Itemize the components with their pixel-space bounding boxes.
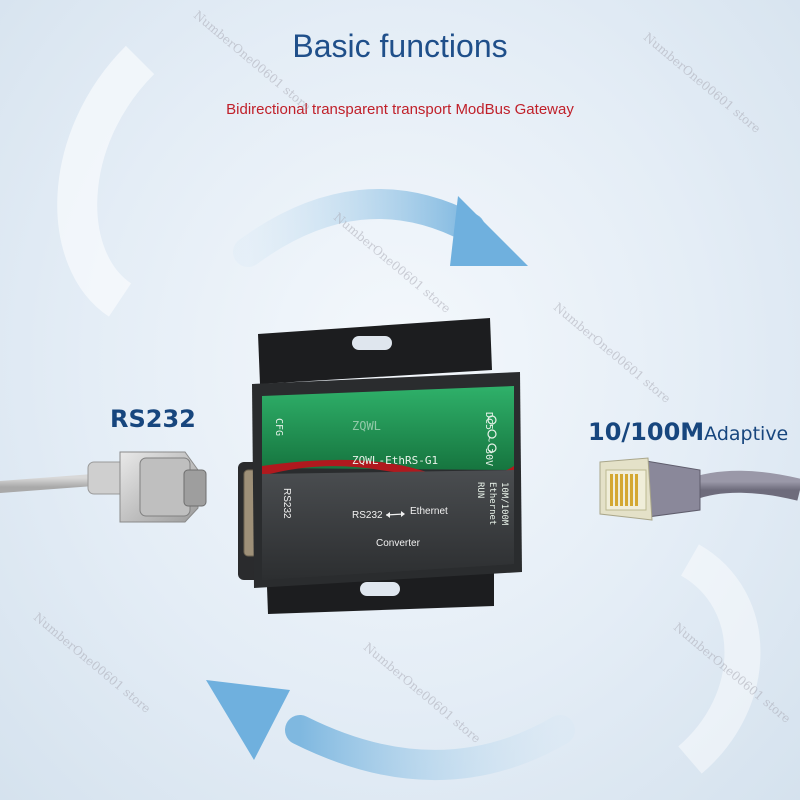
ethernet-speed-label: 10/100M bbox=[588, 418, 705, 446]
converter-device: CFG ZQWL ZQWL-EthRS-G1 DC5 ~ 30V RS232 R… bbox=[238, 318, 522, 614]
power-label: DC5 ~ 30V bbox=[483, 412, 494, 466]
status-speed: 10M/100M bbox=[499, 482, 509, 526]
function-right: Ethernet bbox=[410, 506, 448, 517]
model-label: ZQWL-EthRS-G1 bbox=[352, 454, 438, 467]
ethernet-cable bbox=[599, 457, 800, 521]
arrow-top-icon bbox=[233, 189, 528, 267]
function-left: RS232 bbox=[352, 510, 383, 521]
rs232-cable bbox=[0, 451, 207, 523]
arrow-bottom-icon bbox=[206, 680, 575, 780]
function-name: Converter bbox=[376, 538, 421, 549]
ethernet-label: 10/100MAdaptive bbox=[588, 418, 788, 446]
ethernet-adaptive-label: Adaptive bbox=[704, 423, 789, 445]
page-title: Basic functions bbox=[292, 28, 508, 64]
status-ethernet: Ethernet bbox=[487, 482, 497, 525]
background-swirl bbox=[57, 45, 155, 317]
cfg-label: CFG bbox=[273, 418, 284, 436]
bidirectional-arrow-icon bbox=[385, 511, 405, 518]
page-subtitle: Bidirectional transparent transport ModB… bbox=[226, 101, 574, 118]
background-swirl-2 bbox=[677, 544, 761, 774]
side-port-label: RS232 bbox=[281, 488, 292, 519]
power-polarity-icon bbox=[487, 415, 497, 453]
rs232-label: RS232 bbox=[110, 405, 196, 433]
status-run: RUN bbox=[475, 482, 485, 498]
logo-text: ZQWL bbox=[352, 419, 381, 433]
